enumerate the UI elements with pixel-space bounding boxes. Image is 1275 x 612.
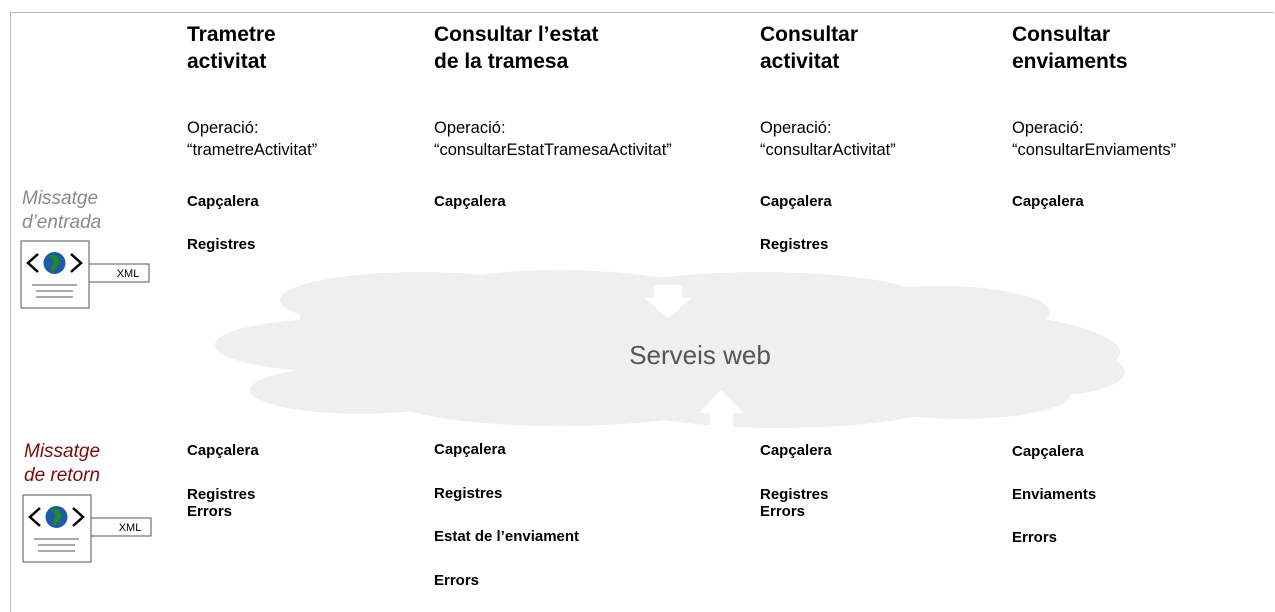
operation-name: Operació: “consultarEstatTramesaActivita… — [434, 119, 672, 159]
output-field: Errors — [1012, 529, 1058, 546]
input-field: Capçalera — [434, 193, 506, 210]
output-field: Estat de l’enviament — [434, 528, 580, 545]
column-title: Consultar activitat — [760, 23, 859, 73]
column-title: Trametre activitat — [187, 23, 276, 73]
output-field: Capçalera — [1012, 443, 1084, 460]
output-field: Capçalera — [187, 442, 259, 459]
input-field: Capçalera — [1012, 193, 1084, 210]
operation-name: Operació: “consultarActivitat” — [760, 119, 896, 159]
column-title: Consultar l’estat de la tramesa — [434, 23, 599, 73]
input-field: Registres — [760, 236, 829, 253]
input-field: Capçalera — [760, 193, 832, 210]
operation-name: Operació: “trametreActivitat” — [187, 119, 318, 159]
output-field: Errors — [434, 572, 480, 589]
xml-document-icon: XML — [20, 240, 150, 309]
output-field: Capçalera — [434, 441, 506, 458]
arrow-down-icon — [644, 285, 692, 318]
input-field: Registres — [187, 236, 256, 253]
output-field: Enviaments — [1012, 486, 1097, 503]
cloud-label: Serveis web — [629, 340, 771, 370]
output-field: Registres Errors — [187, 486, 256, 520]
input-field: Capçalera — [187, 193, 259, 210]
output-field: Capçalera — [760, 442, 832, 459]
output-field: Registres Errors — [760, 486, 829, 520]
output-message-label: Missatge de retorn — [24, 441, 101, 486]
operation-name: Operació: “consultarEnviaments” — [1012, 119, 1177, 159]
xml-tag-text: XML — [119, 522, 142, 534]
xml-document-icon: XML — [22, 494, 152, 563]
output-field: Registres — [434, 485, 503, 502]
arrow-up-icon — [699, 390, 744, 433]
column-title: Consultar enviaments — [1012, 23, 1128, 73]
input-message-label: Missatge d’entrada — [22, 188, 102, 233]
diagram-frame — [10, 12, 1274, 612]
xml-tag-text: XML — [117, 268, 140, 280]
